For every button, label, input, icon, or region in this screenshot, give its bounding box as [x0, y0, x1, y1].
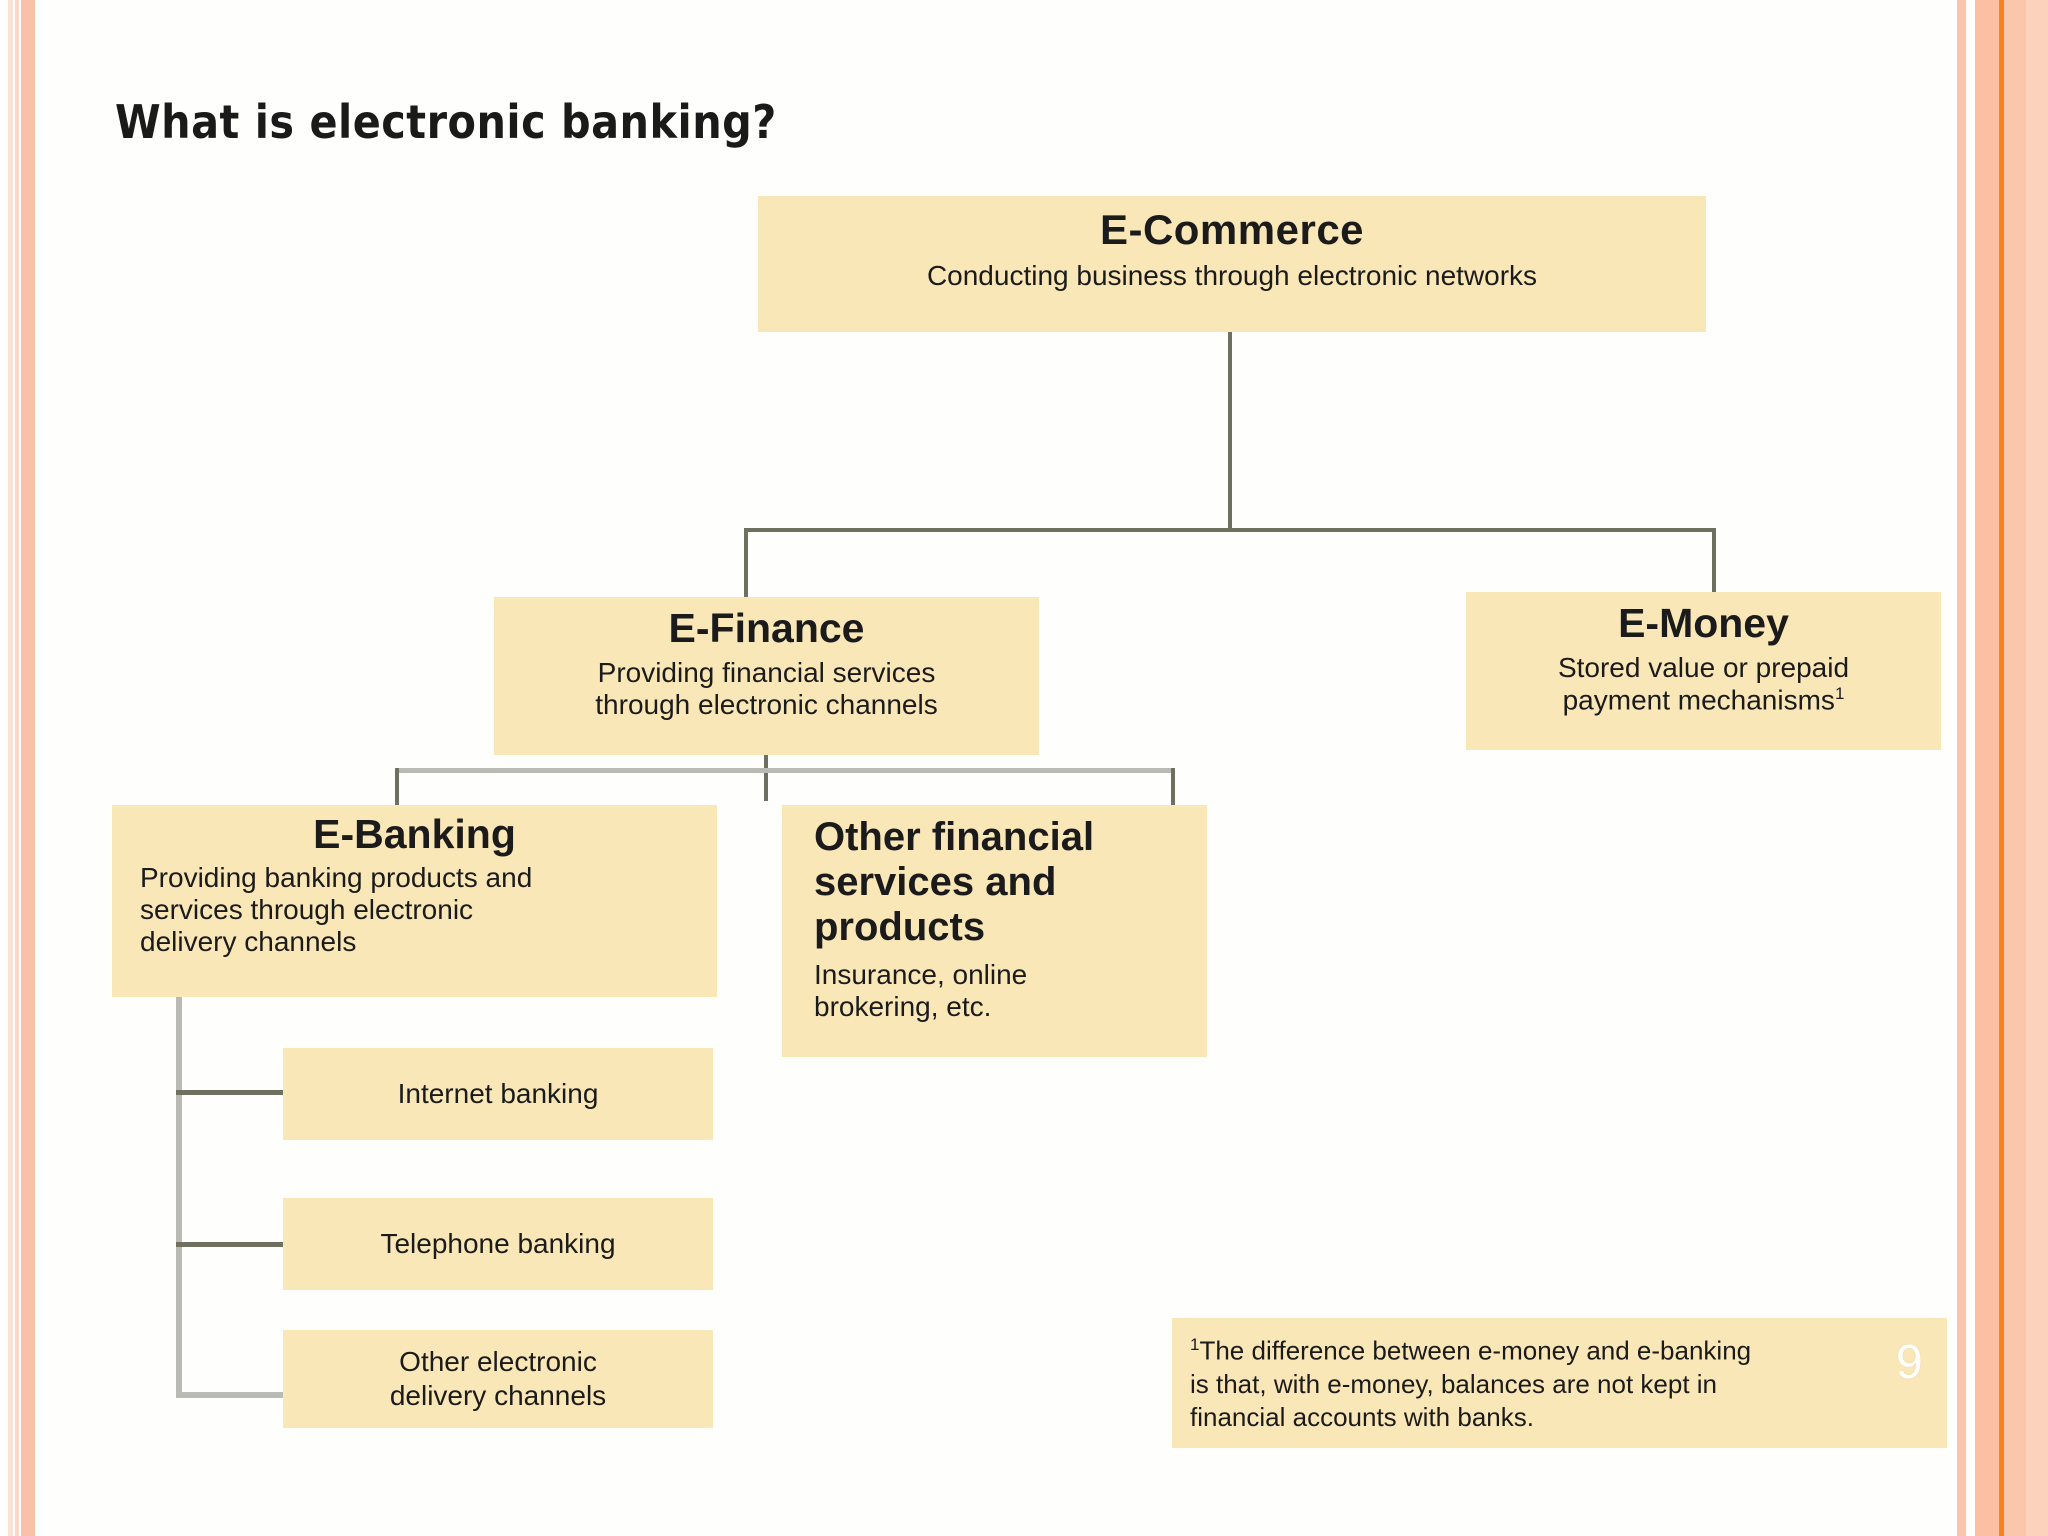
left-stripe-2	[15, 0, 19, 1536]
node-other-financial-title-line3: products	[814, 904, 986, 949]
right-stripe-4	[2026, 0, 2048, 1536]
connector-horizontal-bus-top	[744, 528, 1716, 532]
footnote-line1-text: The difference between e-money and e-ban…	[1199, 1335, 1752, 1366]
left-stripe-1	[8, 0, 13, 1536]
leaf-internet-banking-label: Internet banking	[397, 1078, 599, 1110]
leaf-other-delivery-channels: Other electronic delivery channels	[283, 1330, 713, 1428]
node-efinance-subtitle-line1: Providing financial services	[597, 657, 936, 689]
node-other-financial-title-line1: Other financial	[814, 815, 1095, 859]
connector-to-other-financial	[1171, 768, 1175, 808]
node-efinance: E-Finance Providing financial services t…	[494, 597, 1039, 755]
connector-efinance-down	[764, 755, 768, 801]
node-emoney: E-Money Stored value or prepaid payment …	[1466, 592, 1941, 750]
node-emoney-subtitle-line2: payment mechanisms1	[1466, 684, 1941, 716]
node-emoney-title: E-Money	[1618, 600, 1789, 646]
right-accent-line	[1999, 0, 2004, 1536]
node-ebanking-title: E-Banking	[313, 811, 516, 857]
node-ebanking-subtitle-line1: Providing banking products and	[140, 862, 533, 894]
node-ecommerce: E-Commerce Conducting business through e…	[758, 196, 1706, 332]
footnote-block: 1The difference between e-money and e-ba…	[1172, 1318, 1947, 1448]
node-other-financial-subtitle-line2: brokering, etc.	[814, 991, 992, 1023]
node-ebanking-subtitle-line2: services through electronic	[140, 893, 474, 925]
connector-to-efinance	[744, 528, 748, 598]
connector-branch-other-channels	[176, 1392, 288, 1398]
footnote-line3: financial accounts with banks.	[1190, 1402, 1534, 1433]
connector-horizontal-bus-mid	[395, 768, 1175, 773]
node-ebanking-subtitle-line3: delivery channels	[140, 925, 357, 957]
node-ecommerce-title: E-Commerce	[1099, 206, 1365, 253]
leaf-telephone-banking-label: Telephone banking	[380, 1228, 616, 1260]
leaf-internet-banking: Internet banking	[283, 1048, 713, 1140]
right-stripe-3	[2004, 0, 2026, 1536]
node-emoney-subtitle-line1: Stored value or prepaid	[1557, 652, 1850, 684]
node-other-financial-title-line2: services and	[814, 859, 1057, 904]
right-stripe-1	[1957, 0, 1966, 1536]
node-emoney-subtitle-line2-text: payment mechanisms	[1562, 684, 1835, 716]
page-number: 9	[1896, 1336, 1923, 1389]
right-stripe-2	[1975, 0, 1999, 1536]
connector-branch-telephone	[176, 1242, 288, 1247]
page-title: What is electronic banking?	[115, 95, 777, 149]
node-efinance-title: E-Finance	[668, 605, 865, 651]
footnote-marker: 1	[1190, 1335, 1200, 1354]
connector-to-ebanking	[395, 768, 399, 808]
connector-to-emoney	[1712, 528, 1716, 594]
connector-ecommerce-down	[1228, 332, 1232, 530]
node-ebanking: E-Banking Providing banking products and…	[112, 805, 717, 997]
left-stripe-3	[21, 0, 35, 1536]
leaf-other-delivery-channels-label-line2: delivery channels	[389, 1380, 607, 1411]
node-other-financial-subtitle-line1: Insurance, online	[814, 959, 1028, 991]
node-ecommerce-subtitle: Conducting business through electronic n…	[926, 260, 1538, 292]
footnote-line1: 1The difference between e-money and e-ba…	[1190, 1334, 1929, 1368]
connector-branch-internet	[176, 1090, 288, 1095]
node-other-financial: Other financial services and products In…	[782, 805, 1207, 1057]
node-efinance-subtitle-line2: through electronic channels	[595, 688, 938, 720]
leaf-telephone-banking: Telephone banking	[283, 1198, 713, 1290]
leaf-other-delivery-channels-label-line1: Other electronic	[399, 1346, 597, 1378]
connector-ebanking-trunk	[176, 997, 182, 1397]
footnote-line2: is that, with e-money, balances are not …	[1190, 1368, 1718, 1399]
node-emoney-footnote-marker: 1	[1834, 683, 1845, 703]
